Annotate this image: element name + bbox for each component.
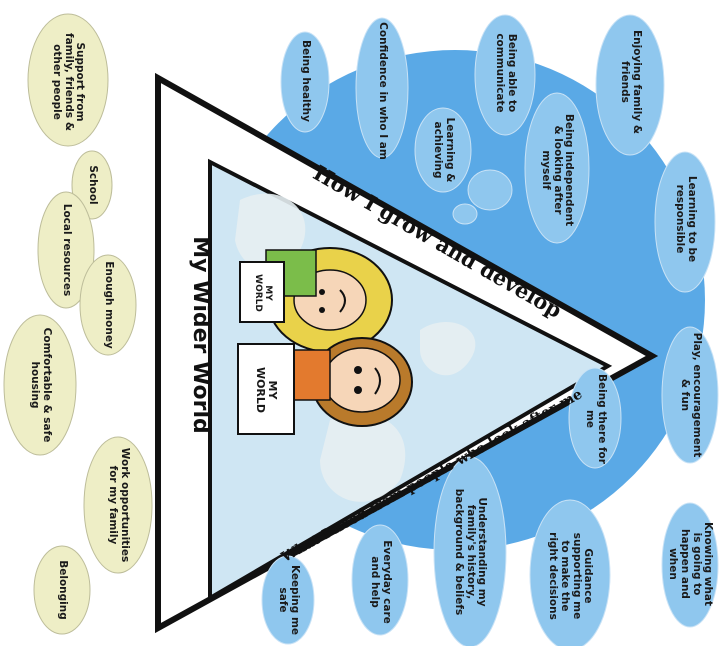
page-title: My Wider World: [188, 236, 214, 434]
grow-cloud-shapes: [280, 14, 716, 293]
sign-left: [239, 261, 285, 323]
sign-left-text: MY WORLD: [253, 274, 273, 312]
cloud-housing: Comfortable & safe housing: [29, 327, 53, 443]
cloud-keeping-safe: Keeping me safe: [277, 564, 301, 636]
cloud-support: Support from family, friends & other peo…: [51, 33, 87, 131]
cloud-enjoying-family: Enjoying family & friends: [619, 29, 643, 134]
cloud-guidance: Guidance supporting me to make the right…: [547, 532, 595, 620]
cloud-responsible: Learning to be responsible: [674, 175, 698, 263]
cloud-being-healthy: Being healthy: [299, 40, 312, 122]
sign-right-text: MY WORLD: [254, 366, 280, 414]
cloud-independent: Being independent & looking after myself: [540, 113, 576, 227]
cloud-communicate: Being able to communicate: [494, 33, 518, 113]
cloud-school: School: [86, 165, 99, 205]
cloud-local-resources: Local resources: [60, 203, 73, 297]
cloud-learning-achieving: Learning & achieving: [432, 117, 456, 183]
need-cloud-shapes: [261, 326, 719, 646]
cloud-enough-money: Enough money: [102, 261, 115, 349]
cloud-understanding: Understanding my family's history, backg…: [453, 488, 489, 616]
cloud-everyday-care: Everyday care and help: [369, 540, 393, 624]
world-map: [235, 193, 476, 502]
cloud-knowing: Knowing what is going to happen and when: [667, 521, 715, 607]
cloud-work-opportunities: Work opportunities for my family: [107, 447, 131, 563]
cloud-confidence: Confidence in who I am: [376, 22, 389, 160]
cloud-belonging: Belonging: [56, 560, 69, 620]
sign-right: [237, 343, 295, 435]
cloud-play: Play, encouragement & fun: [679, 332, 703, 458]
cloud-being-there: Being there for me: [584, 374, 608, 464]
world-cloud-shapes: [3, 13, 153, 635]
